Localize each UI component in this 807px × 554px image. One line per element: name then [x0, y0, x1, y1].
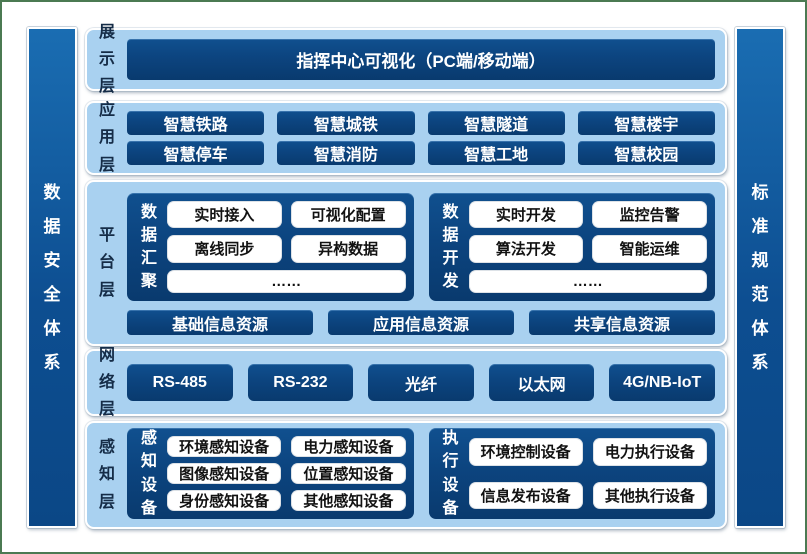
perception-groups: 感知设备 环境感知设备 电力感知设备 图像感知设备 位置感知设备 身份感知设备 … [127, 428, 715, 519]
pillar-data-security-label: 数据安全体系 [43, 182, 61, 372]
layer-network: 网络层 RS-485 RS-232 光纤 以太网 4G/NB-IoT [85, 346, 727, 419]
layer-label-network: 网络层 [98, 346, 115, 419]
pill: 信息发布设备 [468, 481, 583, 509]
network-item: RS-232 [247, 364, 354, 401]
group-data-development: 数据开发 实时开发 监控告警 算法开发 智能运维 …… [428, 193, 715, 301]
pill: 算法开发 [468, 235, 584, 263]
resource-row: 基础信息资源 应用信息资源 共享信息资源 [127, 310, 715, 335]
platform-groups: 数据汇聚 实时接入 可视化配置 离线同步 异构数据 …… 数据开发 [127, 193, 715, 301]
resource-button: 应用信息资源 [328, 310, 514, 335]
group-label-data-development: 数据开发 [442, 203, 459, 291]
group-label-actuator-devices: 执行设备 [442, 430, 459, 517]
app-item: 智慧消防 [277, 141, 415, 165]
pill: 其他执行设备 [592, 481, 707, 509]
pillar-standards-label: 标准规范体系 [751, 182, 769, 372]
layer-label-application: 应用层 [98, 102, 115, 174]
network-item: 光纤 [368, 364, 474, 401]
pill: 电力感知设备 [291, 436, 406, 457]
resource-button: 共享信息资源 [529, 310, 715, 335]
app-item: 智慧城铁 [277, 111, 415, 135]
group-label-data-aggregation: 数据汇聚 [140, 203, 157, 291]
group-actuator-devices: 执行设备 环境控制设备 电力执行设备 信息发布设备 其他执行设备 [428, 428, 715, 519]
application-items: 智慧铁路 智慧城铁 智慧隧道 智慧楼宇 智慧停车 智慧消防 智慧工地 智慧校园 [127, 111, 715, 165]
pill-ellipsis: …… [468, 269, 707, 293]
app-item: 智慧工地 [427, 141, 565, 165]
group-label-sensing-devices: 感知设备 [140, 430, 157, 517]
pill: 监控告警 [592, 201, 707, 229]
layer-label-perception: 感知层 [98, 439, 115, 511]
pill: 身份感知设备 [167, 490, 282, 511]
layer-presentation: 展示层 指挥中心可视化（PC端/移动端） [85, 23, 727, 96]
resource-button: 基础信息资源 [127, 310, 313, 335]
network-items: RS-485 RS-232 光纤 以太网 4G/NB-IoT [127, 364, 715, 401]
app-item: 智慧铁路 [127, 111, 265, 135]
pill: 环境感知设备 [167, 436, 282, 457]
app-item: 智慧校园 [577, 141, 715, 165]
pillar-standards: 标准规范体系 [735, 27, 785, 528]
group-sensing-devices: 感知设备 环境感知设备 电力感知设备 图像感知设备 位置感知设备 身份感知设备 … [127, 428, 414, 519]
app-item: 智慧隧道 [427, 111, 565, 135]
pill: 图像感知设备 [167, 463, 282, 484]
pill: 离线同步 [167, 235, 282, 263]
pill: 实时接入 [167, 201, 282, 229]
network-item: 4G/NB-IoT [609, 364, 715, 401]
layer-platform: 平台层 数据汇聚 实时接入 可视化配置 离线同步 异构数据 …… [85, 180, 727, 346]
platform-body: 数据汇聚 实时接入 可视化配置 离线同步 异构数据 …… 数据开发 [127, 193, 715, 335]
app-item: 智慧停车 [127, 141, 265, 165]
layer-label-platform: 平台层 [98, 227, 115, 299]
actuator-device-pills: 环境控制设备 电力执行设备 信息发布设备 其他执行设备 [468, 436, 707, 511]
sensing-device-pills: 环境感知设备 电力感知设备 图像感知设备 位置感知设备 身份感知设备 其他感知设… [167, 436, 406, 511]
data-aggregation-pills: 实时接入 可视化配置 离线同步 异构数据 …… [167, 201, 406, 293]
pill: 电力执行设备 [592, 438, 707, 466]
pill: 可视化配置 [290, 201, 406, 229]
layer-perception: 感知层 感知设备 环境感知设备 电力感知设备 图像感知设备 位置感知设备 身份感… [85, 421, 727, 529]
layer-application: 应用层 智慧铁路 智慧城铁 智慧隧道 智慧楼宇 智慧停车 智慧消防 智慧工地 智… [85, 101, 727, 175]
pill: 异构数据 [290, 235, 406, 263]
group-data-aggregation: 数据汇聚 实时接入 可视化配置 离线同步 异构数据 …… [127, 193, 414, 301]
app-item: 智慧楼宇 [577, 111, 715, 135]
pill: 实时开发 [468, 201, 584, 229]
pill: 其他感知设备 [291, 490, 406, 511]
command-center-banner: 指挥中心可视化（PC端/移动端） [127, 39, 715, 80]
layer-label-presentation: 展示层 [98, 23, 115, 96]
pill: 位置感知设备 [291, 463, 406, 484]
pill-ellipsis: …… [167, 269, 406, 293]
network-item: 以太网 [488, 364, 595, 401]
data-development-pills: 实时开发 监控告警 算法开发 智能运维 …… [468, 201, 707, 293]
pill: 智能运维 [592, 235, 707, 263]
pill: 环境控制设备 [468, 438, 583, 466]
network-item: RS-485 [127, 364, 233, 401]
pillar-data-security: 数据安全体系 [27, 27, 77, 528]
